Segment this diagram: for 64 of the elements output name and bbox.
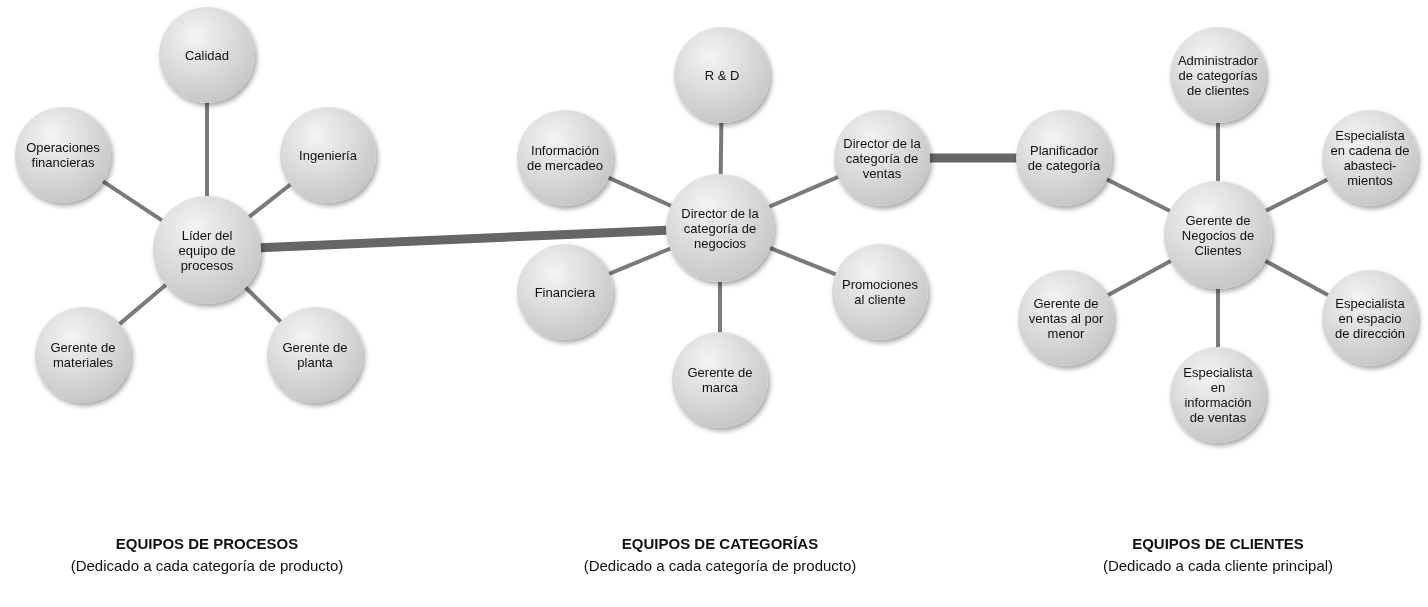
team-role-circle (159, 7, 255, 103)
role-label: Especialista en cadena de abasteci- mientos (1330, 128, 1410, 188)
connector-line (929, 153, 1017, 163)
connector-line (259, 225, 668, 253)
team-role-circle (280, 107, 376, 203)
role-label: Planificador de categoría (1026, 143, 1102, 173)
team-role-circle (517, 110, 613, 206)
team-role-circle (1018, 270, 1114, 366)
team-heading: EQUIPOS DE CATEGORÍAS (621, 535, 819, 552)
role-label: Calidad (184, 47, 230, 63)
role-label: Gerente de marca (686, 365, 754, 395)
connector-line (718, 281, 722, 333)
role-label: Líder del equipo de procesos (177, 227, 237, 273)
team-role-circle (267, 307, 363, 403)
team-role-circle (832, 244, 928, 340)
role-label: Operaciones financieras (25, 140, 101, 170)
connector-line (247, 182, 293, 219)
role-label: Gerente de planta (281, 340, 349, 370)
team-role-circle (674, 27, 770, 123)
connector-line (718, 121, 724, 176)
connector-line (117, 282, 168, 327)
connector-line (1105, 177, 1172, 214)
connector-line (205, 102, 209, 197)
team-role-circle (1016, 110, 1112, 206)
team-role-circle (1170, 27, 1266, 123)
team-role-circle (834, 110, 930, 206)
role-label: Información de mercadeo (526, 143, 604, 173)
connector-line (767, 174, 840, 209)
role-label: Financiera (534, 284, 596, 300)
connector-line (607, 246, 672, 276)
team-role-circle (517, 244, 613, 340)
role-label: Promociones al cliente (841, 277, 919, 307)
team-role-circle (1170, 347, 1266, 443)
role-label: Director de la categoría de negocios (680, 205, 760, 251)
connector-line (1106, 258, 1173, 298)
team-role-circle (1164, 181, 1272, 289)
team-description: (Dedicado a cada categoría de producto) (70, 557, 344, 574)
role-label: Especialista en espacio de dirección (1333, 295, 1407, 341)
role-label: Gerente de Negocios de Clientes (1180, 212, 1256, 258)
connector-line (768, 245, 838, 277)
role-label: Especialista en información de ventas (1182, 365, 1254, 425)
connector-line (607, 175, 673, 208)
team-description: (Dedicado a cada cliente principal) (1102, 557, 1334, 574)
connector-line (1264, 177, 1329, 213)
connector-line (1216, 122, 1220, 182)
connector-line (1263, 258, 1330, 298)
role-label: Director de la categoría de ventas (842, 135, 922, 181)
connector-line (1216, 288, 1220, 348)
team-role-circle (672, 332, 768, 428)
role-label: R & D (704, 67, 740, 83)
team-role-circle (153, 196, 261, 304)
team-heading: EQUIPOS DE CLIENTES (1132, 535, 1304, 552)
team-role-circle (1322, 270, 1418, 366)
team-role-circle (1322, 110, 1418, 206)
team-heading: EQUIPOS DE PROCESOS (115, 535, 299, 552)
team-role-circle (15, 107, 111, 203)
team-description: (Dedicado a cada categoría de producto) (583, 557, 857, 574)
connector-line (101, 179, 164, 223)
role-label: Ingeniería (299, 147, 357, 163)
role-label: Gerente de materiales (49, 340, 117, 370)
team-role-circle (35, 307, 131, 403)
role-label: Gerente de ventas al por menor (1027, 295, 1105, 341)
role-label: Administrador de categorías de clientes (1177, 52, 1259, 98)
team-role-circle (666, 174, 774, 282)
